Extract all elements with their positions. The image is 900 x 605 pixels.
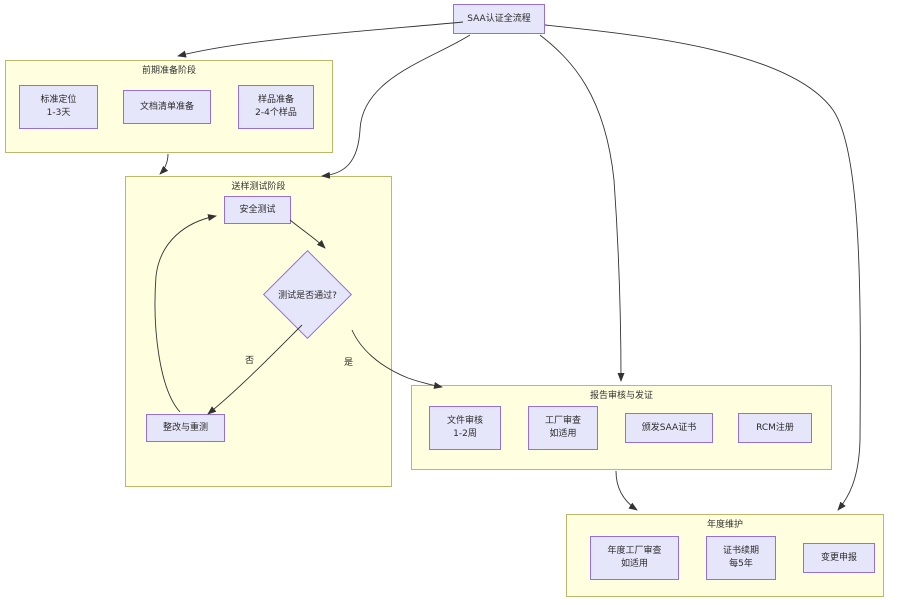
node-standard-positioning-line1: 标准定位 xyxy=(40,95,77,105)
node-document-review-line1: 文件审核 xyxy=(446,416,483,426)
node-rcm-registration[interactable]: RCM注册 xyxy=(738,413,812,443)
edge-prep-to-test xyxy=(159,153,169,175)
node-rectify-retest[interactable]: 整改与重测 xyxy=(146,414,225,442)
node-annual-factory-audit-line1: 年度工厂审查 xyxy=(607,546,662,556)
node-issue-saa-certificate-line1: 颁发SAA证书 xyxy=(641,422,697,433)
node-document-review[interactable]: 文件审核 1-2周 xyxy=(429,406,501,450)
edge-review-to-maintain xyxy=(615,470,638,511)
node-document-checklist-line1: 文档清单准备 xyxy=(139,101,194,112)
edge-label-yes: 是 xyxy=(343,358,355,369)
node-certificate-renewal[interactable]: 证书续期 每5年 xyxy=(706,536,776,580)
node-document-review-line2: 1-2周 xyxy=(453,429,477,439)
node-standard-positioning[interactable]: 标准定位 1-3天 xyxy=(19,85,98,129)
cluster-test-label: 送样测试阶段 xyxy=(231,182,286,192)
cluster-review-label: 报告审核与发证 xyxy=(589,391,653,401)
node-sample-preparation[interactable]: 样品准备 2-4个样品 xyxy=(238,85,314,129)
edge-root-to-review xyxy=(539,34,625,382)
edge-label-no: 否 xyxy=(244,356,256,367)
node-annual-factory-audit[interactable]: 年度工厂审查 如适用 xyxy=(590,536,679,580)
node-change-application-line1: 变更申报 xyxy=(820,552,857,563)
node-certificate-renewal-line2: 每5年 xyxy=(729,559,753,569)
node-factory-audit-line2: 如适用 xyxy=(549,429,577,439)
node-issue-saa-certificate[interactable]: 颁发SAA证书 xyxy=(625,413,713,443)
cluster-maintain-label: 年度维护 xyxy=(706,520,743,530)
node-factory-audit[interactable]: 工厂审查 如适用 xyxy=(528,406,598,450)
node-safety-test-line1: 安全测试 xyxy=(239,204,276,215)
edge-root-to-test xyxy=(321,34,471,179)
node-sample-preparation-line2: 2-4个样品 xyxy=(255,108,297,118)
node-change-application[interactable]: 变更申报 xyxy=(803,543,875,573)
node-standard-positioning-line2: 1-3天 xyxy=(46,108,71,118)
edge-root-to-prep xyxy=(177,21,464,58)
node-rectify-retest-line1: 整改与重测 xyxy=(162,422,208,433)
node-factory-audit-line1: 工厂审查 xyxy=(544,416,581,426)
node-test-pass-decision-line1: 测试是否通过? xyxy=(278,291,337,301)
node-annual-factory-audit-line2: 如适用 xyxy=(620,559,648,569)
node-certificate-renewal-line1: 证书续期 xyxy=(722,546,759,556)
node-rcm-registration-line1: RCM注册 xyxy=(756,422,794,433)
node-saa-overall-process[interactable]: SAA认证全流程 xyxy=(453,4,545,34)
node-safety-test[interactable]: 安全测试 xyxy=(224,196,291,224)
cluster-prep-label: 前期准备阶段 xyxy=(141,66,196,76)
node-document-checklist[interactable]: 文档清单准备 xyxy=(123,90,211,124)
node-sample-preparation-line1: 样品准备 xyxy=(257,95,294,105)
node-saa-overall-process-line1: SAA认证全流程 xyxy=(467,13,531,24)
node-test-pass-decision[interactable]: 测试是否通过? xyxy=(262,249,353,340)
